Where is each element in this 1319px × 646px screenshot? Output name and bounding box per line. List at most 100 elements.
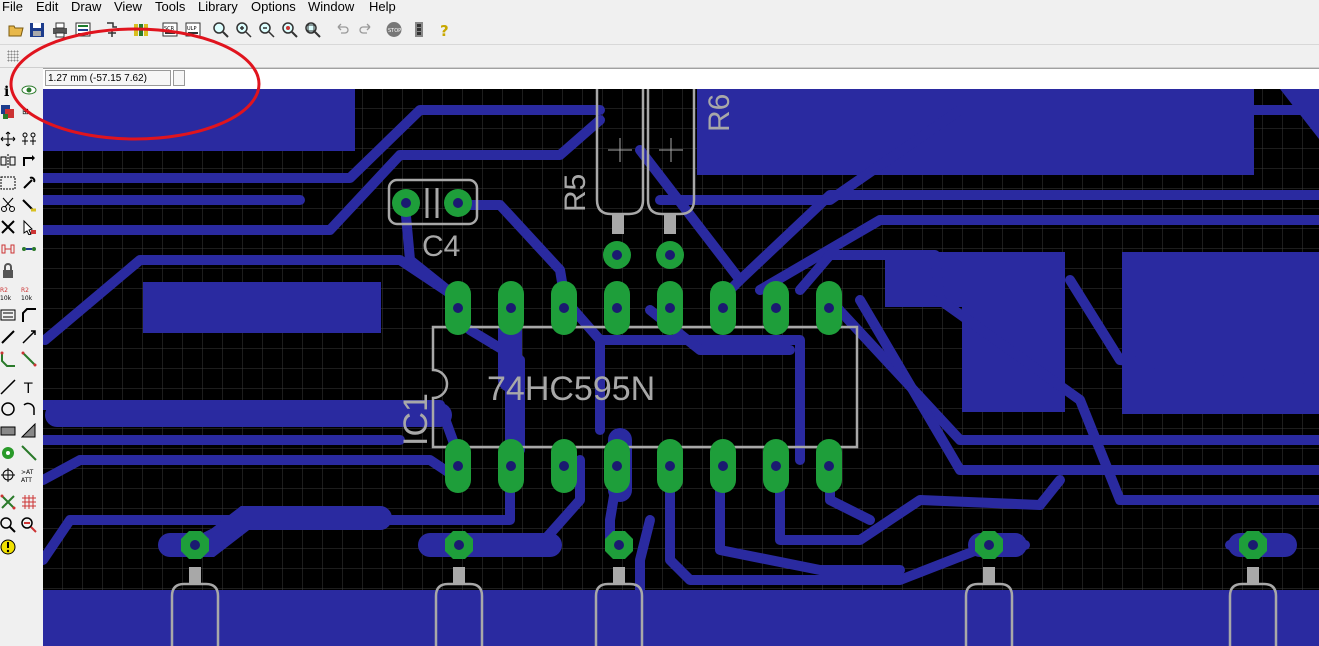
trace-11 (795, 250, 945, 305)
zoom-fit-icon[interactable] (213, 21, 229, 38)
menu-options[interactable]: Options (251, 0, 296, 14)
route-icon[interactable] (21, 307, 37, 323)
menu-draw[interactable]: Draw (71, 0, 102, 14)
ratsnest-icon[interactable] (0, 494, 16, 510)
command-input[interactable] (189, 70, 1311, 86)
drc-icon[interactable] (21, 517, 37, 533)
text-icon[interactable]: T (21, 379, 37, 395)
pad-drill (771, 461, 781, 471)
board-canvas[interactable]: C4 R5 R6 IC1 74HC595N (43, 89, 1319, 646)
menu-help[interactable]: Help (369, 0, 396, 14)
menu-file[interactable]: File (2, 0, 23, 14)
pour-left-mid (143, 282, 381, 333)
pad-drill (559, 461, 569, 471)
circle-icon[interactable] (0, 401, 16, 417)
line-icon[interactable] (0, 379, 16, 395)
pour-right-c (1122, 252, 1319, 414)
go-icon[interactable] (411, 21, 427, 38)
pad-drill (190, 540, 200, 550)
copy-icon[interactable] (21, 131, 37, 147)
board-drawing: C4 R5 R6 IC1 74HC595N (43, 89, 1319, 646)
rect-icon[interactable] (0, 423, 16, 439)
mark-icon[interactable]: ⊞ (21, 104, 37, 120)
signal-wire-icon[interactable] (21, 445, 37, 461)
save-icon[interactable] (29, 21, 45, 38)
script-icon[interactable] (104, 21, 120, 38)
menu-view[interactable]: View (114, 0, 142, 14)
pad-drill (453, 303, 463, 313)
svg-text:>AT: >AT (21, 469, 34, 476)
pad-drill (665, 461, 675, 471)
errors-icon[interactable] (0, 539, 16, 555)
pour-bottom (43, 590, 1319, 646)
auto-icon[interactable] (21, 494, 37, 510)
trace-15 (1065, 275, 1319, 385)
optimize-icon[interactable] (0, 307, 16, 323)
via-icon[interactable] (0, 445, 16, 461)
zoom-out-icon[interactable] (259, 21, 275, 38)
undo-icon[interactable] (334, 21, 350, 38)
open-icon[interactable] (8, 21, 24, 38)
mirror-icon[interactable] (0, 153, 16, 169)
trace-13 (855, 295, 1319, 475)
wire-icon[interactable] (21, 329, 37, 345)
label-ic-value: 74HC595N (487, 370, 655, 408)
trace-12 (825, 295, 1319, 445)
name-icon[interactable] (0, 241, 16, 257)
display-icon[interactable] (0, 104, 16, 120)
ripup-icon[interactable] (0, 329, 16, 345)
hole-icon[interactable] (0, 467, 16, 483)
erc-icon[interactable] (0, 517, 16, 533)
stop-icon[interactable]: STOP (386, 21, 402, 38)
menu-library[interactable]: Library (198, 0, 238, 14)
scr-icon[interactable]: SCR (162, 21, 178, 38)
menu-tools[interactable]: Tools (155, 0, 186, 14)
show-icon[interactable] (21, 82, 37, 98)
move-icon[interactable] (0, 131, 16, 147)
delete-icon[interactable] (0, 219, 16, 235)
add-icon[interactable] (21, 219, 37, 235)
print-icon[interactable] (52, 21, 68, 38)
svg-text:R2: R2 (0, 287, 8, 294)
help-icon[interactable]: ? (437, 21, 453, 38)
trace-27 (665, 455, 995, 585)
menu-window[interactable]: Window (308, 0, 355, 14)
grid-icon[interactable] (7, 50, 19, 62)
pad-drill (665, 303, 675, 313)
polygon-icon[interactable] (21, 423, 37, 439)
zoom-redraw-icon[interactable] (282, 21, 298, 38)
ulp-run-icon[interactable]: ULP (185, 21, 201, 38)
change-icon[interactable] (21, 175, 37, 191)
cam-icon[interactable] (75, 21, 91, 38)
lead-stubs (189, 214, 1259, 585)
signal-icon[interactable] (21, 351, 37, 367)
library-icon[interactable] (133, 21, 149, 38)
group-icon[interactable] (0, 175, 16, 191)
rotate-icon[interactable] (21, 153, 37, 169)
arc-icon[interactable] (21, 401, 37, 417)
pad-drill (824, 461, 834, 471)
paste-icon[interactable] (21, 197, 37, 213)
svg-text:?: ? (440, 22, 449, 38)
svg-text:10k: 10k (0, 295, 12, 301)
info-icon[interactable]: i (0, 82, 16, 98)
value-icon[interactable] (21, 241, 37, 257)
auto-route-icon[interactable] (0, 351, 16, 367)
pad-drill (614, 540, 624, 550)
trace-1 (43, 105, 605, 183)
zoom-select-icon[interactable] (305, 21, 321, 38)
r6-origin (659, 138, 683, 162)
cut-icon[interactable] (0, 197, 16, 213)
trace-29 (775, 455, 1065, 545)
zoom-in-icon[interactable] (236, 21, 252, 38)
pour-top-right (697, 89, 1254, 175)
smash-icon[interactable] (0, 263, 16, 279)
trace-2 (43, 115, 605, 235)
svg-text:ULP: ULP (187, 26, 196, 32)
redo-icon[interactable] (358, 21, 374, 38)
menu-edit[interactable]: Edit (36, 0, 59, 14)
